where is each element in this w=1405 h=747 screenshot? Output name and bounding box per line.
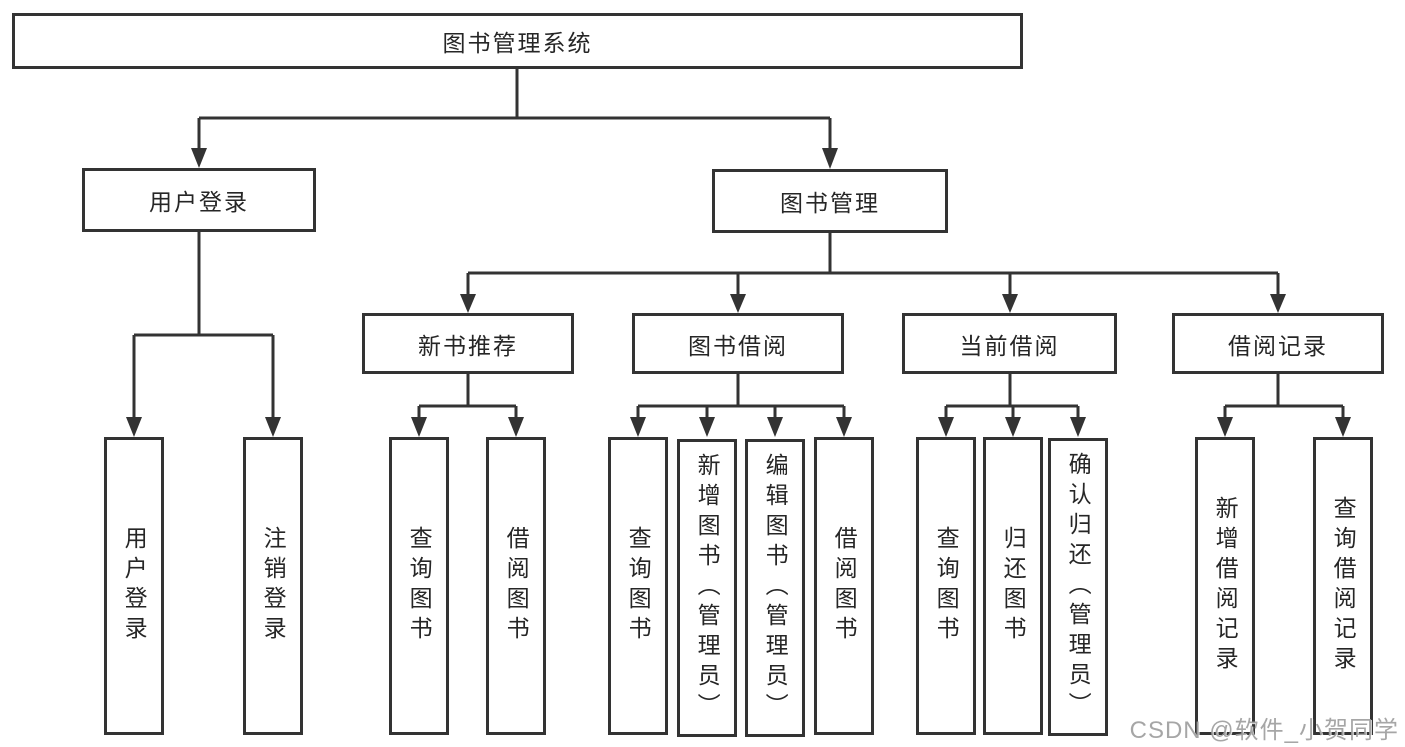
leaf-records-add: 新增借阅记录 bbox=[1195, 437, 1255, 735]
leaf-user-login-label: 用户登录 bbox=[121, 526, 148, 646]
leaf-bookborrow-query-label: 查询图书 bbox=[625, 526, 652, 646]
leaf-bookborrow-add-admin-label: 新增图书（管理员） bbox=[694, 453, 721, 723]
node-current-borrow-label: 当前借阅 bbox=[959, 332, 1060, 359]
connector-newbooks-to-leaves bbox=[417, 374, 518, 419]
connector-bookmgmt-to-level3 bbox=[466, 233, 1280, 296]
leaf-newbooks-query-label: 查询图书 bbox=[406, 526, 433, 646]
leaf-logout-label: 注销登录 bbox=[260, 526, 287, 646]
leaf-currentborrow-return: 归还图书 bbox=[983, 437, 1043, 735]
leaf-currentborrow-confirm-admin: 确认归还（管理员） bbox=[1048, 438, 1108, 736]
leaf-currentborrow-return-label: 归还图书 bbox=[1000, 526, 1027, 646]
connector-bookborrow-to-leaves bbox=[636, 374, 846, 419]
leaf-newbooks-borrow: 借阅图书 bbox=[486, 437, 546, 735]
leaf-bookborrow-borrow-label: 借阅图书 bbox=[831, 526, 858, 646]
node-user-login: 用户登录 bbox=[82, 168, 316, 232]
node-borrow-records-label: 借阅记录 bbox=[1228, 332, 1328, 359]
node-book-borrow-label: 图书借阅 bbox=[688, 332, 788, 359]
leaf-records-add-label: 新增借阅记录 bbox=[1212, 496, 1239, 676]
leaf-bookborrow-query: 查询图书 bbox=[608, 437, 668, 735]
node-new-book-recommend-label: 新书推荐 bbox=[418, 332, 518, 359]
node-new-book-recommend: 新书推荐 bbox=[362, 313, 574, 374]
node-borrow-records: 借阅记录 bbox=[1172, 313, 1384, 374]
arrowheads-userlogin-leaves bbox=[126, 417, 281, 437]
leaf-bookborrow-edit-admin-label: 编辑图书（管理员） bbox=[762, 453, 789, 723]
connector-userlogin-to-leaves bbox=[132, 232, 275, 419]
node-root-label: 图书管理系统 bbox=[442, 30, 593, 56]
arrowheads-level3 bbox=[460, 294, 1286, 313]
leaf-records-query-label: 查询借阅记录 bbox=[1330, 496, 1357, 676]
node-book-management-label: 图书管理 bbox=[780, 190, 880, 216]
leaf-currentborrow-query-label: 查询图书 bbox=[933, 526, 960, 646]
connector-root-to-level2 bbox=[197, 68, 832, 150]
arrowheads-currentborrow-leaves bbox=[938, 417, 1086, 437]
arrowheads-bookborrow-leaves bbox=[630, 417, 852, 437]
node-book-borrow: 图书借阅 bbox=[632, 313, 844, 374]
node-user-login-label: 用户登录 bbox=[149, 189, 249, 215]
leaf-currentborrow-confirm-admin-label: 确认归还（管理员） bbox=[1065, 452, 1092, 722]
arrowheads-level2 bbox=[191, 148, 838, 169]
connector-currentborrow-to-leaves bbox=[944, 374, 1080, 419]
leaf-bookborrow-edit-admin: 编辑图书（管理员） bbox=[745, 439, 805, 737]
node-current-borrow: 当前借阅 bbox=[902, 313, 1117, 374]
node-root: 图书管理系统 bbox=[12, 13, 1023, 69]
leaf-newbooks-borrow-label: 借阅图书 bbox=[503, 526, 530, 646]
leaf-bookborrow-add-admin: 新增图书（管理员） bbox=[677, 439, 737, 737]
leaf-records-query: 查询借阅记录 bbox=[1313, 437, 1373, 735]
leaf-bookborrow-borrow: 借阅图书 bbox=[814, 437, 874, 735]
node-book-management: 图书管理 bbox=[712, 169, 948, 233]
leaf-user-login: 用户登录 bbox=[104, 437, 164, 735]
arrowheads-newbooks-leaves bbox=[411, 417, 524, 437]
connector-borrowrecords-to-leaves bbox=[1223, 374, 1345, 419]
leaf-currentborrow-query: 查询图书 bbox=[916, 437, 976, 735]
leaf-newbooks-query: 查询图书 bbox=[389, 437, 449, 735]
leaf-logout: 注销登录 bbox=[243, 437, 303, 735]
csdn-watermark: CSDN @软件_小贺同学 bbox=[1129, 717, 1399, 744]
arrowheads-borrowrecords-leaves bbox=[1217, 417, 1351, 437]
